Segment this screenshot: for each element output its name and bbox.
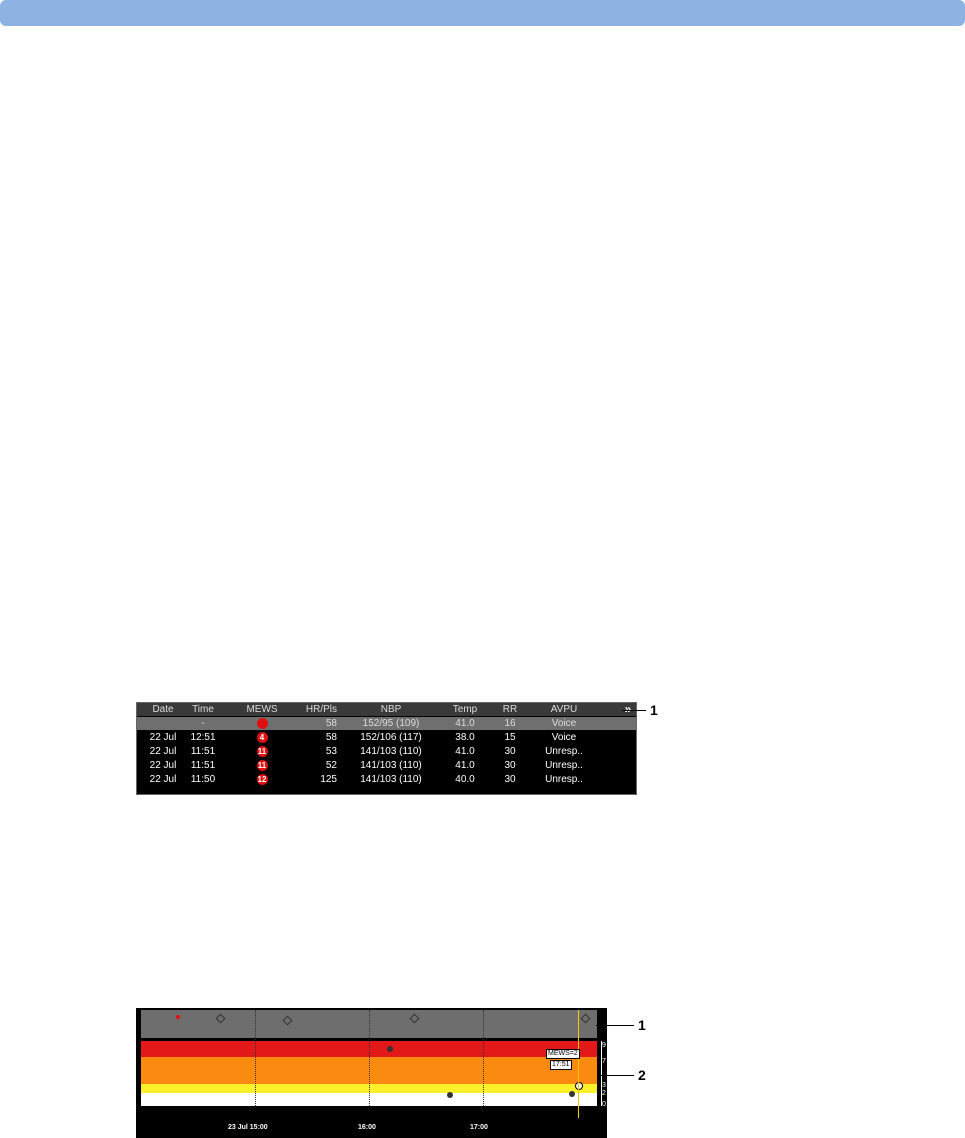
mews-point[interactable] xyxy=(569,1091,575,1097)
row-mews xyxy=(240,717,284,730)
table-row[interactable]: 22 Jul 11:51 11 52 141/103 (110) 41.0 30… xyxy=(137,759,636,772)
mews-point[interactable] xyxy=(447,1092,453,1098)
scale-tick: 9 xyxy=(602,1042,606,1049)
indicator-mark xyxy=(176,1015,180,1019)
mews-vitals-table: Date Time MEWS HR/Pls NBP Temp RR AVPU »… xyxy=(136,702,637,795)
callout-leader xyxy=(622,710,646,711)
col-nbp[interactable]: NBP xyxy=(380,704,402,715)
row-rr: 15 xyxy=(504,732,516,743)
row-avpu: Voice xyxy=(551,718,577,729)
trend-cursor[interactable] xyxy=(578,1010,579,1118)
row-time: 11:51 xyxy=(190,760,216,771)
mews-score-badge: 12 xyxy=(256,774,268,785)
more-columns-button[interactable]: » xyxy=(624,702,632,716)
table-header-row: Date Time MEWS HR/Pls NBP Temp RR AVPU » xyxy=(137,703,636,716)
row-hr: 58 xyxy=(325,732,337,743)
row-nbp: 152/106 (117) xyxy=(360,732,422,743)
table-row[interactable]: 22 Jul 12:51 4 58 152/106 (117) 38.0 15 … xyxy=(137,731,636,744)
time-axis-label: 17:00 xyxy=(470,1124,488,1131)
row-date: 22 Jul xyxy=(149,774,177,785)
row-time: 11:51 xyxy=(190,746,216,757)
row-avpu: Voice xyxy=(551,732,577,743)
scale-tick: 0 xyxy=(602,1101,606,1108)
row-nbp: 141/103 (110) xyxy=(360,760,422,771)
row-time: 11:50 xyxy=(190,774,216,785)
callout-number: 1 xyxy=(638,1017,646,1033)
col-date[interactable]: Date xyxy=(152,704,174,715)
callout-leader xyxy=(596,1025,634,1026)
col-rr[interactable]: RR xyxy=(502,704,518,715)
row-temp: 41.0 xyxy=(455,760,475,771)
row-temp: 41.0 xyxy=(455,718,475,729)
row-mews: 4 xyxy=(240,731,284,744)
col-hr[interactable]: HR/Pls xyxy=(305,704,337,715)
scale-tick: 7 xyxy=(602,1058,606,1065)
grid-line xyxy=(483,1010,484,1106)
col-mews[interactable]: MEWS xyxy=(246,704,278,715)
scale-tick: 2 xyxy=(602,1090,606,1097)
mews-score-badge xyxy=(256,718,268,729)
row-mews: 11 xyxy=(240,745,284,758)
row-hr: 125 xyxy=(320,774,337,785)
col-time[interactable]: Time xyxy=(192,704,214,715)
row-hr: 52 xyxy=(325,760,337,771)
row-avpu: Unresp.. xyxy=(545,760,583,771)
mews-score-badge: 11 xyxy=(256,746,268,757)
row-mews: 11 xyxy=(240,759,284,772)
col-temp[interactable]: Temp xyxy=(452,704,478,715)
table-row[interactable]: 22 Jul 11:51 11 53 141/103 (110) 41.0 30… xyxy=(137,745,636,758)
row-temp: 40.0 xyxy=(455,774,475,785)
row-rr: 30 xyxy=(504,746,516,757)
row-mews: 12 xyxy=(240,773,284,786)
row-hr: 58 xyxy=(325,718,337,729)
callout-number: 2 xyxy=(638,1067,646,1083)
row-date: 22 Jul xyxy=(149,732,177,743)
mews-point-current[interactable] xyxy=(575,1082,583,1090)
row-date: 22 Jul xyxy=(149,760,177,771)
title-bar xyxy=(0,0,965,26)
row-rr: 30 xyxy=(504,774,516,785)
mews-time-tag: 17:51 xyxy=(550,1060,572,1070)
mews-score-badge: 4 xyxy=(256,732,268,743)
scale-tick: 3 xyxy=(602,1082,606,1089)
row-nbp: 141/103 (110) xyxy=(360,774,422,785)
mews-score-badge: 11 xyxy=(256,760,268,771)
row-hr: 53 xyxy=(325,746,337,757)
row-temp: 38.0 xyxy=(455,732,475,743)
row-avpu: Unresp.. xyxy=(545,774,583,785)
row-temp: 41.0 xyxy=(455,746,475,757)
table-row[interactable]: 22 Jul 11:50 12 125 141/103 (110) 40.0 3… xyxy=(137,773,636,786)
row-nbp: 141/103 (110) xyxy=(360,746,422,757)
row-time: 12:51 xyxy=(190,732,216,743)
row-time: - xyxy=(201,718,205,729)
mews-score-tag: MEWS=2 xyxy=(546,1049,580,1059)
mews-point[interactable] xyxy=(387,1046,393,1052)
callout-leader xyxy=(598,1075,634,1076)
callout-number: 1 xyxy=(650,702,658,718)
row-rr: 16 xyxy=(504,718,516,729)
grid-line xyxy=(369,1010,370,1106)
mews-trend-panel: MEWS=2 17:51 9 7 3 2 0 23 Jul 15:00 16:0… xyxy=(136,1008,607,1138)
time-axis-label: 23 Jul 15:00 xyxy=(228,1124,268,1131)
col-avpu[interactable]: AVPU xyxy=(550,704,578,715)
row-date: 22 Jul xyxy=(149,746,177,757)
row-nbp: 152/95 (109) xyxy=(362,718,420,729)
scale-axis xyxy=(601,1041,602,1106)
table-row[interactable]: - 58 152/95 (109) 41.0 16 Voice xyxy=(137,717,636,730)
grid-line xyxy=(255,1010,256,1106)
time-axis-label: 16:00 xyxy=(358,1124,376,1131)
row-rr: 30 xyxy=(504,760,516,771)
row-avpu: Unresp.. xyxy=(545,746,583,757)
